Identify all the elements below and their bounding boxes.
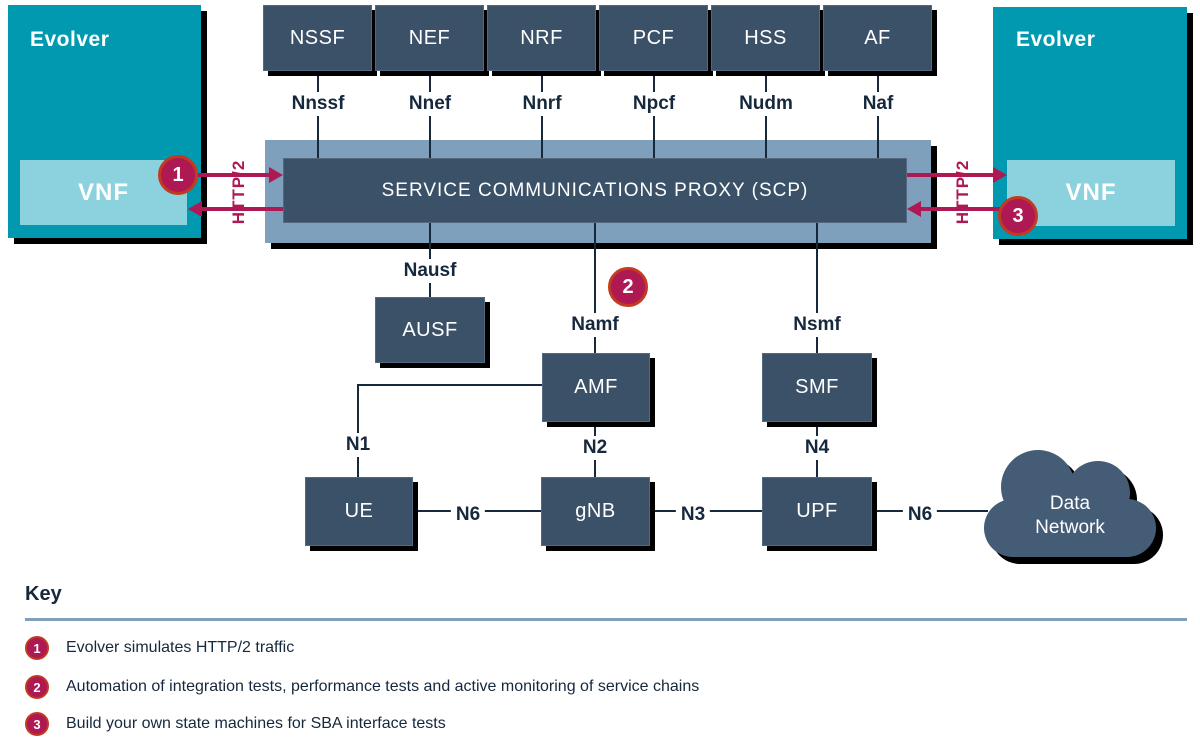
nf-box-nrf: NRF: [487, 5, 596, 71]
interface-label-nausf: Nausf: [398, 259, 462, 283]
cloud-label-line2: Network: [1035, 517, 1105, 538]
connector-n1-horizontal: [357, 384, 542, 386]
key-marker-1: 1: [25, 636, 49, 660]
key-rule: [25, 618, 1187, 621]
arrow-line-right-to-scp: [921, 207, 1007, 211]
key-marker-2: 2: [25, 675, 49, 699]
key-text-1: Evolver simulates HTTP/2 traffic: [66, 639, 295, 656]
interface-label-nnrf: Nnrf: [517, 92, 567, 116]
nf-box-nef: NEF: [375, 5, 484, 71]
marker-2: 2: [608, 267, 648, 307]
arrow-head-scp-to-right: [993, 167, 1007, 183]
arrow-line-scp-to-right: [907, 173, 993, 177]
key-item-1: 1 Evolver simulates HTTP/2 traffic: [25, 636, 294, 660]
nf-box-nssf: NSSF: [263, 5, 372, 71]
connector-n1-vertical: [357, 384, 359, 478]
ref-label-n6-ue-gnb: N6: [450, 503, 486, 527]
scp-bar: SERVICE COMMUNICATIONS PROXY (SCP): [283, 158, 907, 223]
connector-scp-smf: [816, 223, 818, 353]
key-marker-3: 3: [25, 712, 49, 736]
marker-3: 3: [998, 196, 1038, 236]
connector-scp-amf: [594, 223, 596, 353]
ref-label-n6-upf-dn: N6: [902, 503, 938, 527]
node-box-ausf: AUSF: [375, 297, 485, 363]
key-item-3: 3 Build your own state machines for SBA …: [25, 712, 446, 736]
evolver-left-title: Evolver: [30, 28, 110, 51]
interface-label-nudm: Nudm: [734, 92, 798, 116]
key-text-2: Automation of integration tests, perform…: [66, 678, 700, 695]
interface-label-nnssf: Nnssf: [286, 92, 350, 116]
node-box-amf: AMF: [542, 353, 650, 422]
cloud-label-line1: Data: [1050, 493, 1091, 514]
evolver-right-title: Evolver: [1016, 28, 1096, 51]
nf-box-pcf: PCF: [599, 5, 708, 71]
key-text-3: Build your own state machines for SBA in…: [66, 715, 446, 732]
http2-label-right: HTTP/2: [953, 159, 972, 225]
nf-box-af: AF: [823, 5, 932, 71]
key-title: Key: [25, 583, 62, 605]
node-box-upf: UPF: [762, 477, 872, 546]
ref-label-n2: N2: [577, 436, 613, 460]
cloud-shape: [984, 450, 1156, 557]
http2-label-left: HTTP/2: [229, 159, 248, 225]
arrow-line-scp-to-left: [202, 207, 283, 211]
interface-label-nnef: Nnef: [403, 92, 457, 116]
node-box-gnb: gNB: [541, 477, 650, 546]
nf-box-hss: HSS: [711, 5, 820, 71]
ref-label-n3: N3: [675, 503, 711, 527]
interface-label-nsmf: Nsmf: [788, 313, 846, 337]
interface-label-naf: Naf: [857, 92, 899, 116]
key-item-2: 2 Automation of integration tests, perfo…: [25, 675, 699, 699]
arrow-head-right-to-scp: [907, 201, 921, 217]
ref-label-n4: N4: [799, 436, 835, 460]
interface-label-namf: Namf: [566, 313, 624, 337]
arrow-head-scp-to-left: [188, 201, 202, 217]
ref-label-n1: N1: [340, 433, 376, 457]
interface-label-npcf: Npcf: [627, 92, 681, 116]
arrow-line-left-to-scp: [198, 173, 270, 177]
arrow-head-left-to-scp: [269, 167, 283, 183]
node-box-smf: SMF: [762, 353, 872, 422]
data-network-cloud: Data Network: [984, 450, 1163, 564]
node-box-ue: UE: [305, 477, 413, 546]
marker-1: 1: [158, 155, 198, 195]
